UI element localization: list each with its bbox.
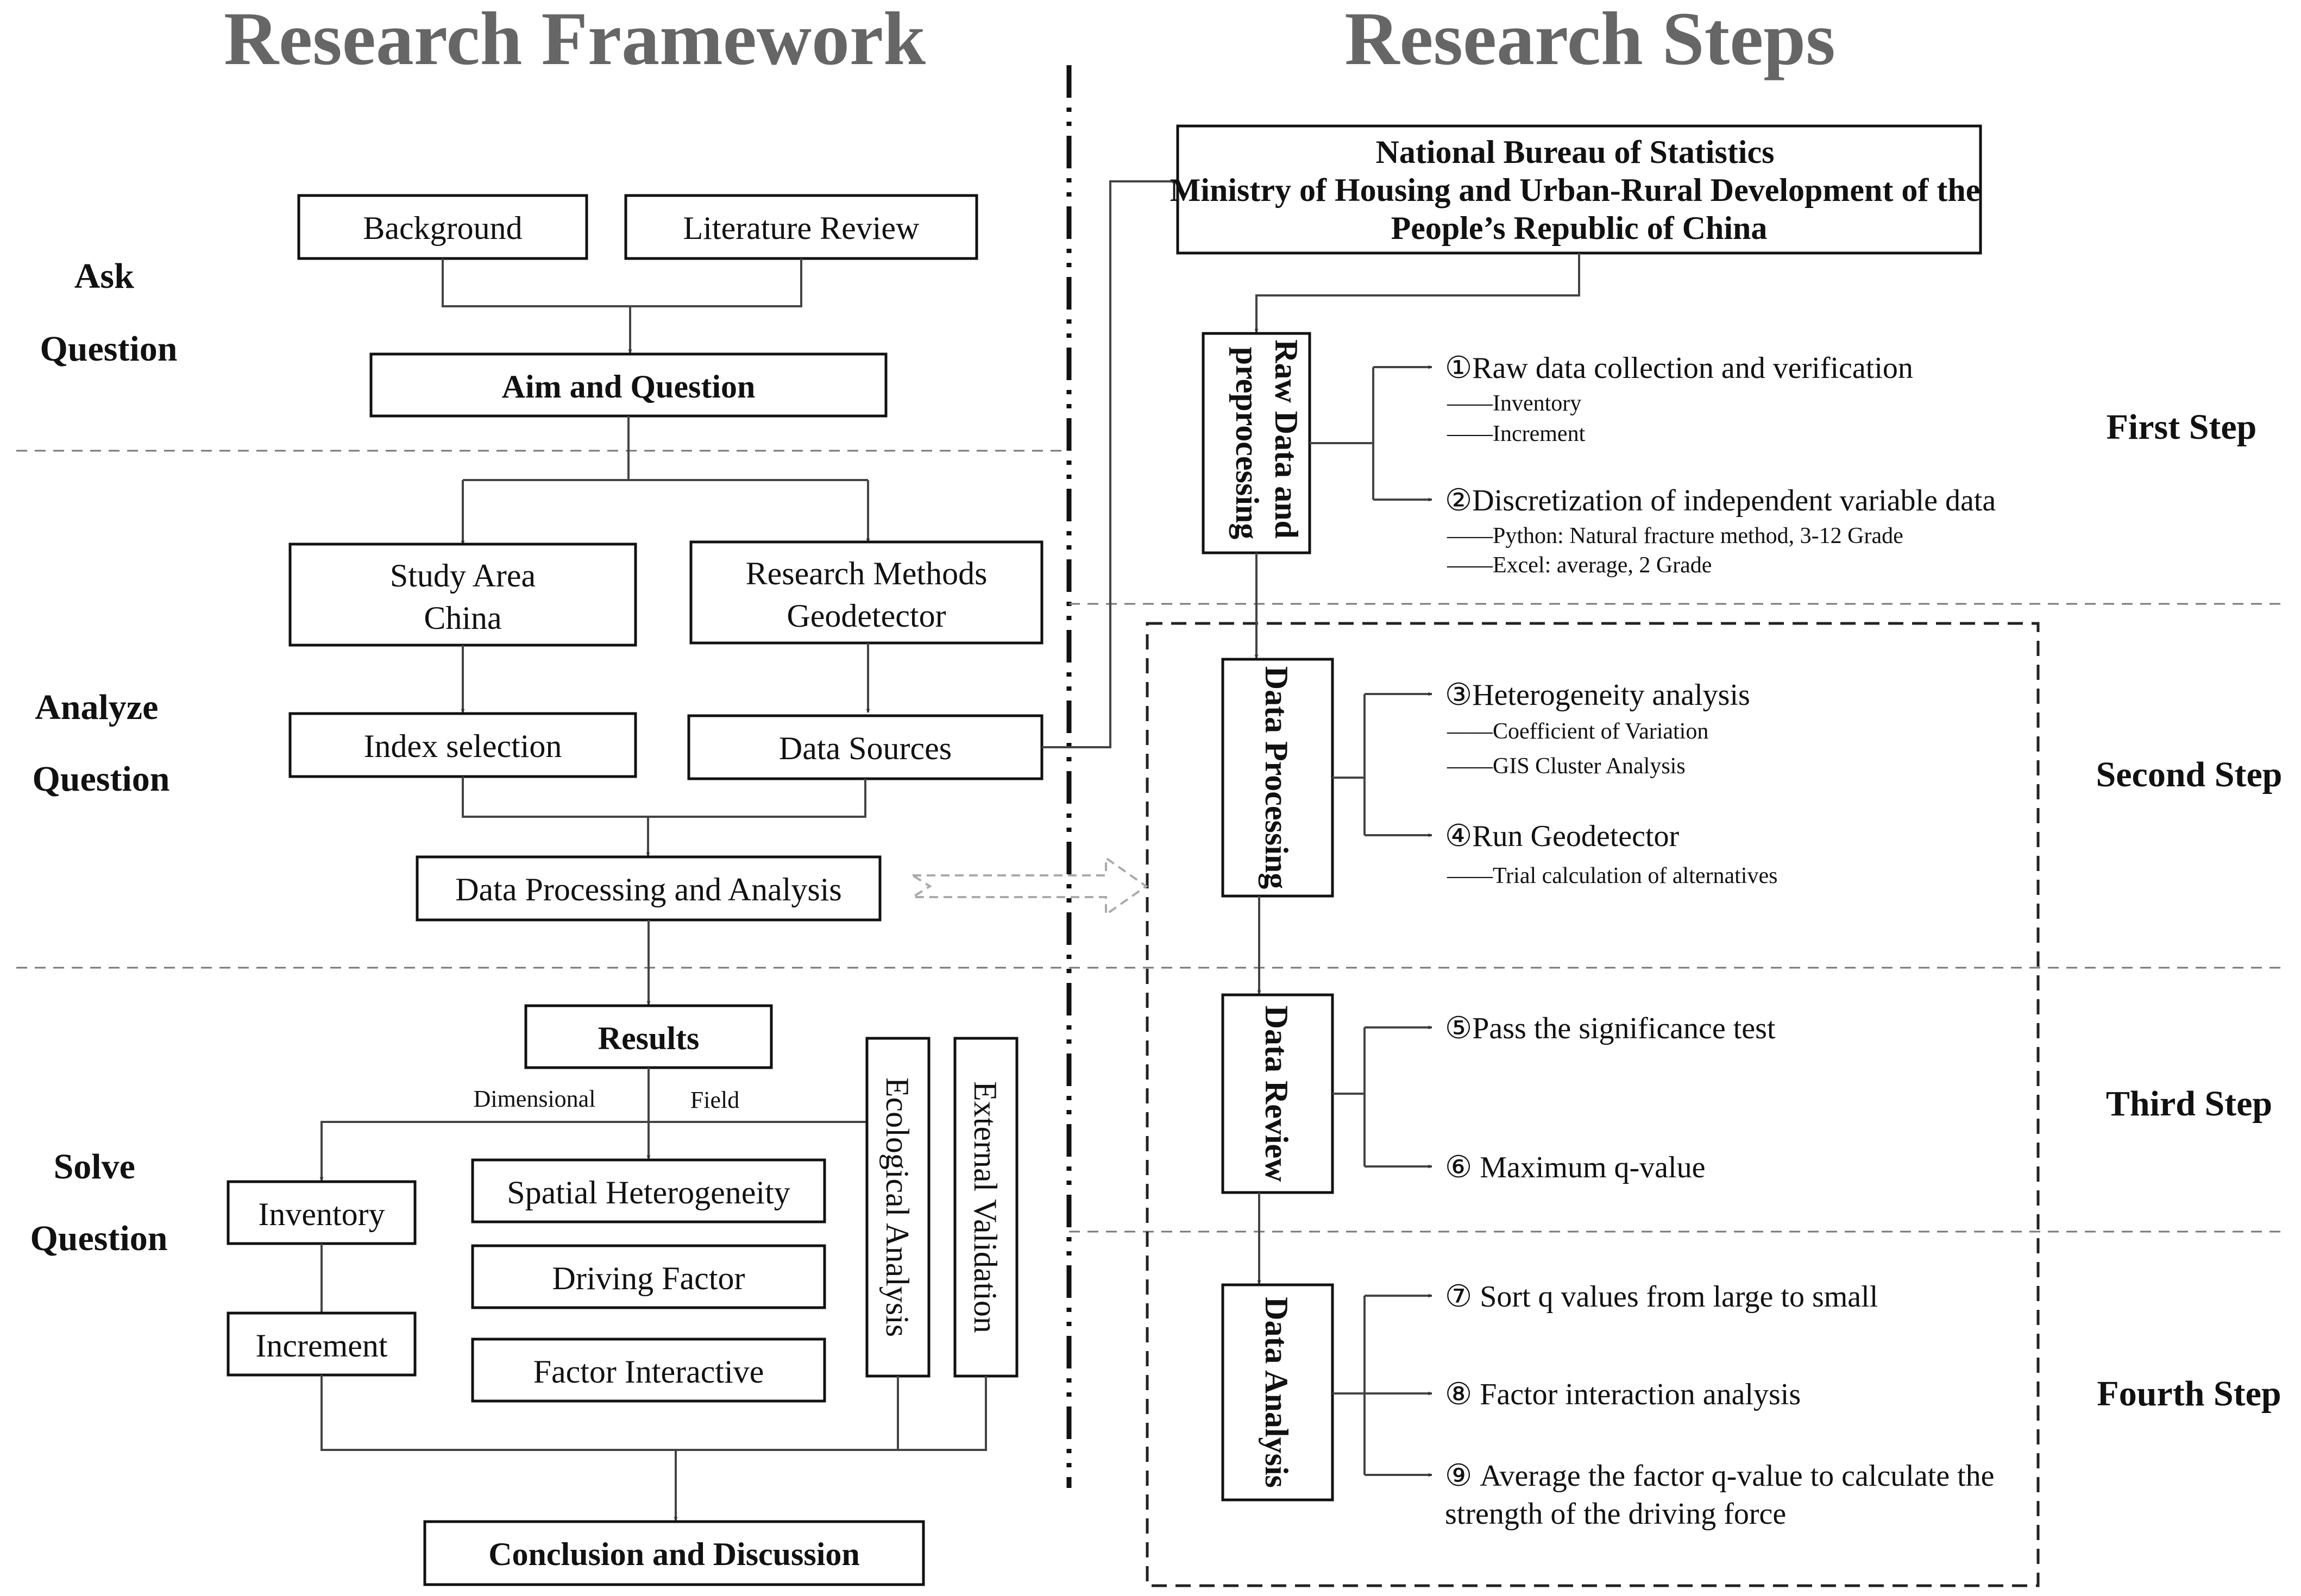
phase-analyze: Analyze Question: [32, 687, 169, 799]
branch-second: [1332, 694, 1366, 835]
arrow-dimensional: [319, 1121, 867, 1181]
svg-text:Data Analysis: Data Analysis: [1259, 1297, 1294, 1488]
svg-text:Increment: Increment: [255, 1328, 388, 1364]
node-spatial-heterogeneity: Spatial Heterogeneity: [471, 1158, 826, 1223]
item-1-sub-2: ——Increment: [1447, 421, 1586, 446]
item-9-continued: strength of the driving force: [1445, 1497, 1786, 1531]
connector-aim-split: [462, 416, 869, 544]
node-aim-question: Aim and Question: [369, 352, 888, 418]
node-data-processing: Data Processing: [1221, 658, 1334, 898]
fourth-step-label: Fourth Step: [2097, 1374, 2281, 1414]
node-data-analysis: Data Analysis: [1221, 1283, 1334, 1502]
node-literature-review: Literature Review: [624, 194, 978, 260]
item-3-sub-1: ——Coefficient of Variation: [1447, 719, 1708, 744]
steps-dashed-region: [1146, 622, 2040, 1587]
item-1: ①Raw data collection and verification: [1445, 351, 1913, 385]
second-step-label: Second Step: [2096, 755, 2283, 794]
svg-text:Inventory: Inventory: [258, 1196, 385, 1232]
node-external-validation: External Validation: [953, 1037, 1019, 1378]
svg-text:Index selection: Index selection: [364, 728, 562, 764]
svg-text:Raw Data and preprocessi: Raw Data and preprocessing: [1229, 339, 1304, 547]
node-factor-interactive: Factor Interactive: [471, 1338, 826, 1403]
item-4: ④Run Geodetector: [1445, 819, 1680, 853]
node-increment: Increment: [227, 1311, 417, 1377]
phase-ask: Ask Question: [40, 256, 177, 369]
svg-text:Data Review: Data Review: [1259, 1006, 1294, 1183]
branch-first: [1310, 367, 1374, 500]
item-1-sub-1: ——Inventory: [1447, 391, 1581, 416]
svg-text:Aim and Question: Aim and Question: [502, 369, 756, 405]
svg-text:Results: Results: [598, 1020, 700, 1056]
svg-text:External Validation: External Validation: [967, 1081, 1003, 1333]
phase-solve: Solve Question: [30, 1147, 167, 1258]
connector-to-processing: [462, 777, 866, 856]
node-data-processing-analysis: Data Processing and Analysis: [416, 855, 882, 922]
item-2-sub-1: ——Python: Natural fracture method, 3-12 …: [1447, 523, 1903, 548]
node-inventory: Inventory: [227, 1180, 417, 1245]
arrow-bureau-to-raw: [1254, 253, 1580, 333]
arrow-sources-to-bureau: [1042, 179, 1176, 748]
item-2: ②Discretization of independent variable …: [1445, 484, 1996, 518]
node-background: Background: [297, 194, 588, 260]
label-field: Field: [690, 1087, 739, 1113]
svg-text:Driving Factor: Driving Factor: [552, 1260, 745, 1296]
node-raw-data: Raw Data and preprocessing: [1202, 332, 1311, 554]
item-3-sub-2: ——GIS Cluster Analysis: [1447, 754, 1686, 779]
label-dimensional: Dimensional: [474, 1086, 596, 1112]
svg-text:Data Processing and Analysis: Data Processing and Analysis: [455, 872, 842, 907]
connector-literature: [630, 258, 802, 307]
item-3: ③Heterogeneity analysis: [1445, 678, 1750, 712]
node-index-selection: Index selection: [288, 712, 637, 778]
node-data-review: Data Review: [1221, 993, 1334, 1194]
connector-to-conclusion: [320, 1375, 987, 1521]
hollow-dashed-arrow: [909, 856, 1148, 917]
svg-text:Data Sources: Data Sources: [779, 730, 952, 766]
svg-text:Ecological Analysis: Ecological Analysis: [879, 1077, 915, 1337]
svg-text:Conclusion and Discussion: Conclusion and Discussion: [488, 1536, 860, 1572]
third-step-label: Third Step: [2106, 1084, 2272, 1124]
node-data-source-bureau: National Bureau of Statistics Ministry o…: [1170, 124, 1989, 255]
branch-third: [1332, 1027, 1366, 1166]
item-4-sub-1: ——Trial calculation of alternatives: [1447, 863, 1777, 888]
steps-title: Research Steps: [1344, 0, 1835, 81]
svg-text:National Bureau of Statistics: National Bureau of Statistics Ministry o…: [1170, 134, 1989, 246]
framework-title: Research Framework: [224, 0, 926, 81]
connector-background: [442, 258, 632, 354]
first-step-label: First Step: [2107, 407, 2257, 447]
node-results: Results: [524, 1004, 773, 1069]
item-5: ⑤Pass the significance test: [1445, 1012, 1776, 1045]
svg-text:Literature Review: Literature Review: [683, 210, 920, 246]
node-ecological-analysis: Ecological Analysis: [865, 1037, 931, 1378]
svg-text:Background: Background: [363, 210, 522, 246]
svg-text:Factor Interactive: Factor Interactive: [533, 1354, 764, 1390]
branch-fourth: [1332, 1296, 1366, 1475]
node-conclusion: Conclusion and Discussion: [423, 1520, 925, 1586]
svg-text:Spatial Heterogeneity: Spatial Heterogeneity: [507, 1175, 790, 1210]
svg-text:Data Processing: Data Processing: [1259, 666, 1294, 890]
node-driving-factor: Driving Factor: [471, 1244, 826, 1309]
node-data-sources: Data Sources: [687, 714, 1043, 780]
item-2-sub-2: ——Excel: average, 2 Grade: [1447, 553, 1712, 578]
